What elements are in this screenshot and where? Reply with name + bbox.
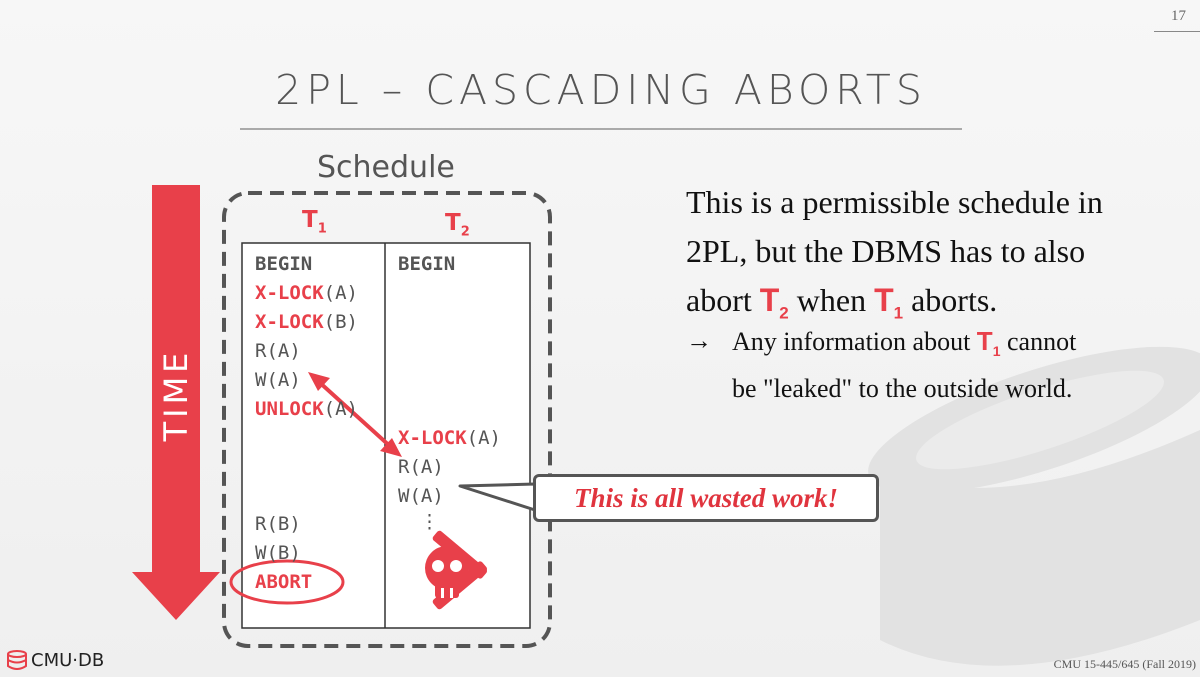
- t1-op-unlock-a: UNLOCK(A): [255, 395, 358, 424]
- main-statement: This is a permissible schedule in 2PL, b…: [686, 178, 1196, 337]
- t1-op-xlock-a-arg: (A): [323, 282, 358, 304]
- t2-op-begin: BEGIN: [398, 253, 456, 275]
- t1-op-unlock-a-arg: (A): [323, 398, 358, 420]
- t1-op-write-a: W(A): [255, 369, 301, 391]
- line3-t2-letter: T: [759, 282, 780, 318]
- bullet-part-a: Any information about: [732, 327, 977, 356]
- t1-op-read-a: R(A): [255, 340, 301, 362]
- time-arrow-head: [132, 572, 220, 620]
- t2-op-xlock-a-arg: (A): [466, 427, 501, 449]
- t1-header-sub: 1: [317, 221, 327, 237]
- line3-t2: T2: [759, 282, 789, 322]
- bullet-arrow-icon: →: [686, 326, 712, 355]
- slide-title: 2PL – CASCADING ABORTS: [275, 66, 927, 114]
- abort-highlight-ellipse: [229, 559, 345, 605]
- line3-t1-letter: T: [874, 282, 894, 318]
- bullet-line2: be "leaked" to the outside world.: [732, 374, 1073, 404]
- t2-op-ellipsis: ⋮: [420, 511, 439, 533]
- t1-op-xlock-b: X-LOCK(B): [255, 308, 358, 337]
- bullet-part-b: cannot: [1000, 327, 1077, 356]
- t2-op-xlock-a: X-LOCK(A): [398, 424, 501, 453]
- database-logo-icon: [7, 650, 27, 670]
- schedule-dashed-border: [222, 191, 552, 648]
- t2-column-header: T2: [445, 210, 470, 240]
- t1-op-xlock-b-arg: (B): [323, 311, 358, 333]
- t1-op-abort: ABORT: [255, 571, 313, 593]
- t1-op-begin: BEGIN: [255, 253, 313, 275]
- t1-column-header: T1: [302, 207, 327, 237]
- time-label-text: TIME: [157, 348, 195, 442]
- t2-op-write-a: W(A): [398, 485, 444, 507]
- dependency-arrowhead-end: [380, 438, 402, 457]
- dependency-arrowhead-start: [308, 372, 330, 391]
- bullet-t1-letter: T: [976, 326, 993, 356]
- time-axis-label: TIME: [152, 345, 200, 445]
- t1-op-xlock-a: X-LOCK(A): [255, 279, 358, 308]
- cmu-db-logo: CMU·DB: [6, 650, 104, 671]
- t2-header-sub: 2: [460, 224, 470, 240]
- title-underline: [240, 128, 962, 130]
- bullet-text: Any information about T1 cannot be "leak…: [732, 322, 1192, 408]
- time-arrow-shaft: [152, 185, 200, 575]
- t2-op-read-a: R(A): [398, 456, 444, 478]
- wasted-work-callout: This is all wasted work!: [533, 474, 879, 522]
- line3-t1-sub: 1: [893, 303, 904, 323]
- cmu-db-logo-text: CMU·DB: [31, 650, 105, 671]
- bullet-line1: Any information about T1 cannot: [732, 322, 1192, 370]
- t2-header-letter: T: [445, 210, 461, 236]
- t1-op-xlock-b-name: X-LOCK: [255, 311, 324, 333]
- line3-part-a: abort: [686, 282, 760, 318]
- main-statement-line2: 2PL, but the DBMS has to also: [686, 233, 1086, 269]
- t1-op-write-b: W(B): [255, 542, 301, 564]
- line3-part-b: when: [788, 282, 875, 318]
- main-statement-line1: This is a permissible schedule in: [686, 184, 1103, 220]
- page-number: 17: [1171, 8, 1186, 24]
- t1-op-xlock-a-name: X-LOCK: [255, 282, 324, 304]
- dependency-arrow: [316, 379, 394, 450]
- t1-op-read-b: R(B): [255, 513, 301, 535]
- page-number-rule: [1154, 31, 1200, 32]
- main-statement-line3: abort T2 when T1 aborts.: [686, 276, 1196, 337]
- line3-t2-sub: 2: [779, 303, 789, 323]
- t1-op-unlock-a-name: UNLOCK: [255, 398, 324, 420]
- bullet-t1-sub: 1: [992, 343, 1001, 360]
- course-footer: CMU 15-445/645 (Fall 2019): [1053, 657, 1196, 671]
- t2-op-xlock-a-name: X-LOCK: [398, 427, 467, 449]
- t1-header-letter: T: [302, 207, 318, 233]
- line3-part-c: aborts.: [903, 282, 998, 318]
- schedule-label: Schedule: [317, 150, 455, 185]
- bullet-t1: T1: [976, 326, 1001, 360]
- skull-crossbones-icon: [425, 530, 487, 610]
- line3-t1: T1: [874, 282, 903, 322]
